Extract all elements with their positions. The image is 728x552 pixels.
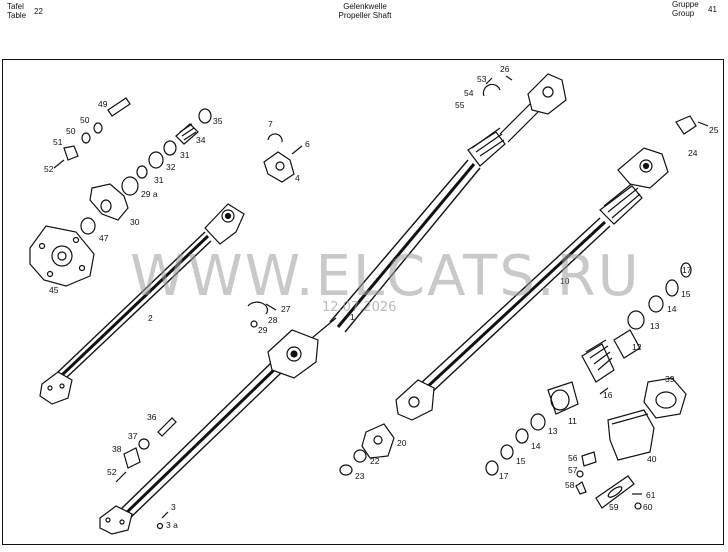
- part-callout: 28: [268, 315, 278, 325]
- part-callout: 11: [568, 416, 577, 426]
- part-callout: 14: [667, 304, 677, 314]
- part-callout: 10: [560, 276, 570, 286]
- part-callout: 17: [682, 265, 692, 275]
- part-callout: 36: [147, 412, 157, 422]
- propeller-shaft-10: [395, 115, 709, 421]
- part-callout: 49: [98, 99, 108, 109]
- part-callout: 26: [500, 64, 510, 74]
- part-callout: 15: [516, 456, 526, 466]
- centre-bearing-parts: [53, 97, 212, 235]
- centre-bearing-assembly-parts: [339, 262, 692, 510]
- part-callout: 2: [148, 313, 153, 323]
- part-callout: 35: [213, 116, 223, 126]
- part-callout: 61: [646, 490, 656, 500]
- part-callout: 54: [464, 88, 474, 98]
- part-callout: 13: [650, 321, 660, 331]
- propeller-shaft-1: [99, 73, 567, 535]
- part-callout: 52: [107, 467, 117, 477]
- part-callout: 30: [130, 217, 140, 227]
- watermark-text: WWW.ELCATS.RU: [130, 244, 641, 309]
- clamp-parts-27-29: [247, 301, 277, 328]
- header-table-number: 22: [34, 7, 43, 16]
- header-title-en: Propeller Shaft: [338, 11, 392, 20]
- part-callout: 31: [154, 175, 164, 185]
- part-callout: 14: [531, 441, 541, 451]
- header-title: Gelenkwelle Propeller Shaft: [300, 2, 430, 20]
- part-callout: 24: [688, 148, 698, 158]
- header-group-en: Group: [672, 9, 695, 18]
- part-callout: 39: [665, 374, 675, 384]
- header-table-en: Table: [7, 11, 27, 20]
- header-group-number: 41: [708, 5, 717, 14]
- watermark-date: 12.07.2026: [322, 300, 397, 315]
- header-group-de: Gruppe: [672, 0, 699, 9]
- part-callout: 56: [568, 453, 578, 463]
- part-callout: 58: [565, 480, 575, 490]
- diagram-frame: [2, 59, 724, 545]
- part-callout: 40: [647, 454, 657, 464]
- part-callout: 17: [499, 471, 509, 481]
- part-callout: 50: [66, 126, 76, 136]
- part-callout: 38: [112, 444, 122, 454]
- part-callout: 3 a: [166, 520, 178, 530]
- part-callout: 13: [548, 426, 558, 436]
- part-callout: 16: [603, 390, 613, 400]
- part-callout: 34: [196, 135, 206, 145]
- part-callout: 20: [397, 438, 407, 448]
- part-callout: 29: [258, 325, 268, 335]
- header-title-de: Gelenkwelle: [343, 2, 387, 11]
- part-callout: 29 a: [141, 189, 158, 199]
- part-callout: 23: [355, 471, 365, 481]
- part-callout: 50: [80, 115, 90, 125]
- part-callout: 3: [171, 502, 176, 512]
- part-callout: 1: [350, 312, 355, 322]
- part-callout: 22: [370, 456, 380, 466]
- part-callout: 37: [128, 431, 138, 441]
- part-callout: 59: [609, 502, 619, 512]
- part-callout: 7: [268, 119, 273, 129]
- part-callout: 31: [180, 150, 190, 160]
- part-callout: 51: [53, 137, 63, 147]
- part-callout: 60: [643, 502, 653, 512]
- part-callout: 27: [281, 304, 291, 314]
- header-table-de: Tafel: [7, 2, 24, 11]
- part-callout: 25: [709, 125, 719, 135]
- part-callout: 6: [305, 139, 310, 149]
- part-callout: 57: [568, 465, 578, 475]
- header-group-label: Gruppe Group 41: [672, 0, 717, 18]
- part-callout: 55: [455, 100, 465, 110]
- flange-45: [29, 225, 95, 287]
- part-callout: 4: [295, 173, 300, 183]
- part-callout: 15: [681, 289, 691, 299]
- joint-parts-4-6-7: [263, 133, 303, 183]
- part-callout: 45: [49, 285, 59, 295]
- part-callout: 52: [44, 164, 54, 174]
- part-callout: 12: [632, 342, 642, 352]
- lower-fastening-parts: [115, 417, 177, 530]
- part-callout: 53: [477, 74, 487, 84]
- part-callout: 32: [166, 162, 176, 172]
- header-table-label: Tafel Table 22: [7, 2, 43, 20]
- propeller-shaft-2: [39, 203, 245, 405]
- part-callout: 47: [99, 233, 109, 243]
